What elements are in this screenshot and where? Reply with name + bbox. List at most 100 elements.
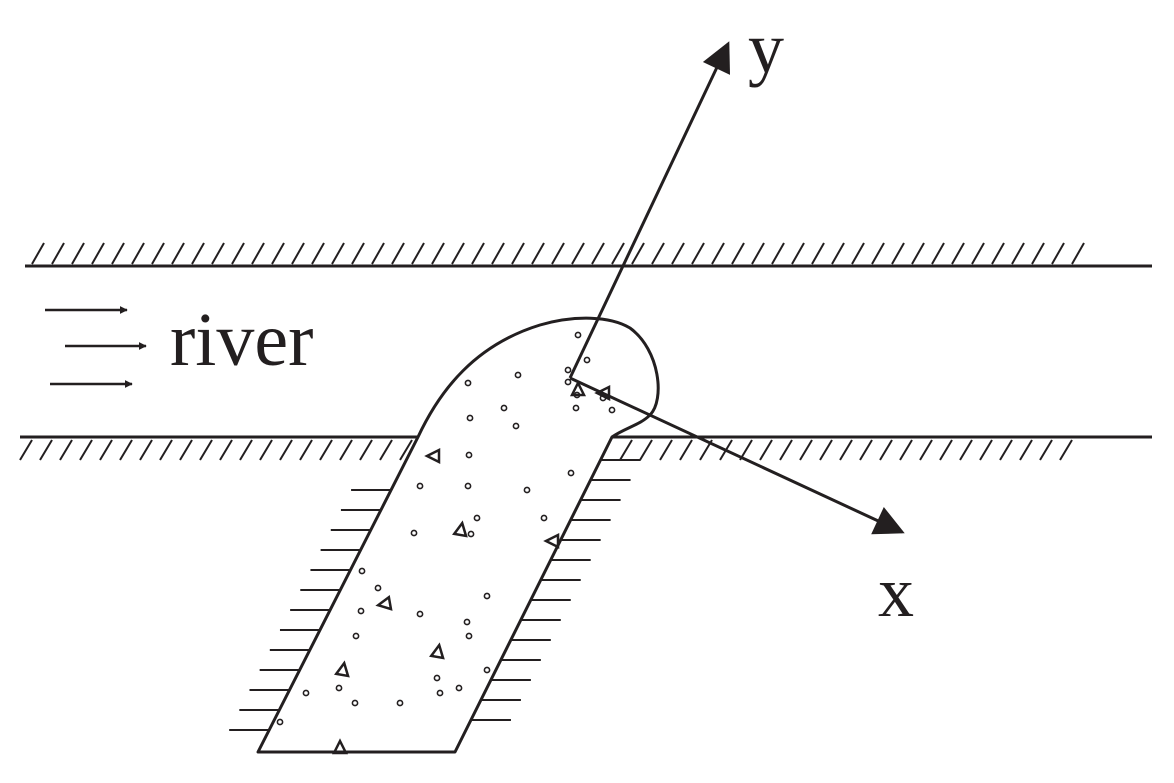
gravel-circle bbox=[357, 607, 365, 615]
right-wall-hatching bbox=[470, 459, 641, 721]
x-axis-label: x bbox=[878, 552, 914, 632]
hatch-mark bbox=[391, 242, 405, 265]
hatch-mark bbox=[199, 439, 213, 461]
hatch-mark bbox=[379, 439, 393, 461]
gravel-circle bbox=[608, 406, 616, 414]
hatch-mark bbox=[911, 242, 925, 265]
gravel-triangle bbox=[424, 447, 441, 465]
hatch-mark bbox=[799, 439, 813, 461]
gravel-circle bbox=[464, 379, 472, 387]
hatch-mark bbox=[611, 242, 625, 265]
gravel-triangle bbox=[594, 384, 611, 402]
hatch-mark bbox=[659, 439, 673, 461]
gravel-circle bbox=[512, 422, 520, 430]
hatch-mark bbox=[831, 242, 845, 265]
hatch-mark bbox=[19, 439, 33, 461]
gravel-circle bbox=[572, 404, 580, 412]
hatch-mark bbox=[71, 242, 85, 265]
hatch-mark bbox=[711, 242, 725, 265]
gravel-circle bbox=[574, 331, 582, 339]
gravel-triangles bbox=[331, 380, 611, 755]
y-axis-label: y bbox=[748, 8, 784, 88]
hatch-mark bbox=[771, 242, 785, 265]
gravel-circle bbox=[455, 684, 463, 692]
gravel-circle bbox=[467, 530, 475, 538]
hatch-mark bbox=[951, 242, 965, 265]
hatch-mark bbox=[291, 242, 305, 265]
hatch-mark bbox=[679, 439, 693, 461]
hatch-mark bbox=[1019, 439, 1033, 461]
gravel-circle bbox=[464, 482, 472, 490]
hatch-mark bbox=[431, 242, 445, 265]
hatch-mark bbox=[811, 242, 825, 265]
gravel-circle bbox=[416, 610, 424, 618]
gravel-circle bbox=[352, 632, 360, 640]
hatch-mark bbox=[99, 439, 113, 461]
hatch-mark bbox=[531, 242, 545, 265]
gravel-circle bbox=[567, 469, 575, 477]
hatch-mark bbox=[999, 439, 1013, 461]
gravel-circles bbox=[276, 331, 616, 726]
left-wall-hatching bbox=[229, 489, 392, 731]
gravel-triangle bbox=[452, 520, 468, 538]
hatch-mark bbox=[1051, 242, 1065, 265]
hatch-mark bbox=[139, 439, 153, 461]
hatch-mark bbox=[591, 242, 605, 265]
gravel-triangle bbox=[331, 738, 349, 755]
upper-bank-hatching bbox=[31, 242, 1085, 265]
gravel-triangle bbox=[375, 595, 393, 611]
hatch-mark bbox=[411, 242, 425, 265]
hatch-mark bbox=[919, 439, 933, 461]
y-axis bbox=[568, 41, 731, 379]
hatch-mark bbox=[1011, 242, 1025, 265]
gravel-triangle bbox=[569, 380, 587, 397]
hatch-mark bbox=[691, 242, 705, 265]
gravel-circle bbox=[540, 514, 548, 522]
hatch-mark bbox=[1031, 242, 1045, 265]
hatch-mark bbox=[571, 242, 585, 265]
hatch-mark bbox=[959, 439, 973, 461]
hatch-mark bbox=[751, 242, 765, 265]
x-axis bbox=[569, 376, 905, 535]
hatch-mark bbox=[111, 242, 125, 265]
hatch-mark bbox=[151, 242, 165, 265]
hatch-mark bbox=[119, 439, 133, 461]
gravel-circle bbox=[276, 718, 284, 726]
hatch-mark bbox=[971, 242, 985, 265]
gravel-circle bbox=[302, 689, 310, 697]
hatch-mark bbox=[239, 439, 253, 461]
hatch-mark bbox=[631, 242, 645, 265]
hatch-mark bbox=[359, 439, 373, 461]
hatch-mark bbox=[939, 439, 953, 461]
hatch-mark bbox=[851, 242, 865, 265]
hatch-mark bbox=[311, 242, 325, 265]
gravel-circle bbox=[374, 584, 382, 592]
hatch-mark bbox=[979, 439, 993, 461]
gravel-circle bbox=[583, 356, 591, 364]
gravel-circle bbox=[465, 632, 473, 640]
hatch-mark bbox=[1059, 439, 1073, 461]
hatch-mark bbox=[651, 242, 665, 265]
hatch-mark bbox=[791, 242, 805, 265]
hatch-mark bbox=[339, 439, 353, 461]
gravel-circle bbox=[564, 366, 572, 374]
gravel-circle bbox=[500, 404, 508, 412]
hatch-mark bbox=[991, 242, 1005, 265]
lower-bank-hatching bbox=[19, 439, 1073, 461]
hatch-mark bbox=[131, 242, 145, 265]
hatch-mark bbox=[671, 242, 685, 265]
hatch-mark bbox=[351, 242, 365, 265]
gravel-triangle bbox=[334, 660, 350, 678]
hatch-mark bbox=[31, 242, 45, 265]
hatch-mark bbox=[231, 242, 245, 265]
hatch-mark bbox=[259, 439, 273, 461]
hatch-mark bbox=[171, 242, 185, 265]
gravel-circle bbox=[523, 486, 531, 494]
hatch-mark bbox=[451, 242, 465, 265]
gravel-circle bbox=[410, 529, 418, 537]
gravel-circle bbox=[463, 618, 471, 626]
hatch-mark bbox=[399, 439, 413, 461]
hatch-mark bbox=[639, 439, 653, 461]
hatch-mark bbox=[179, 439, 193, 461]
